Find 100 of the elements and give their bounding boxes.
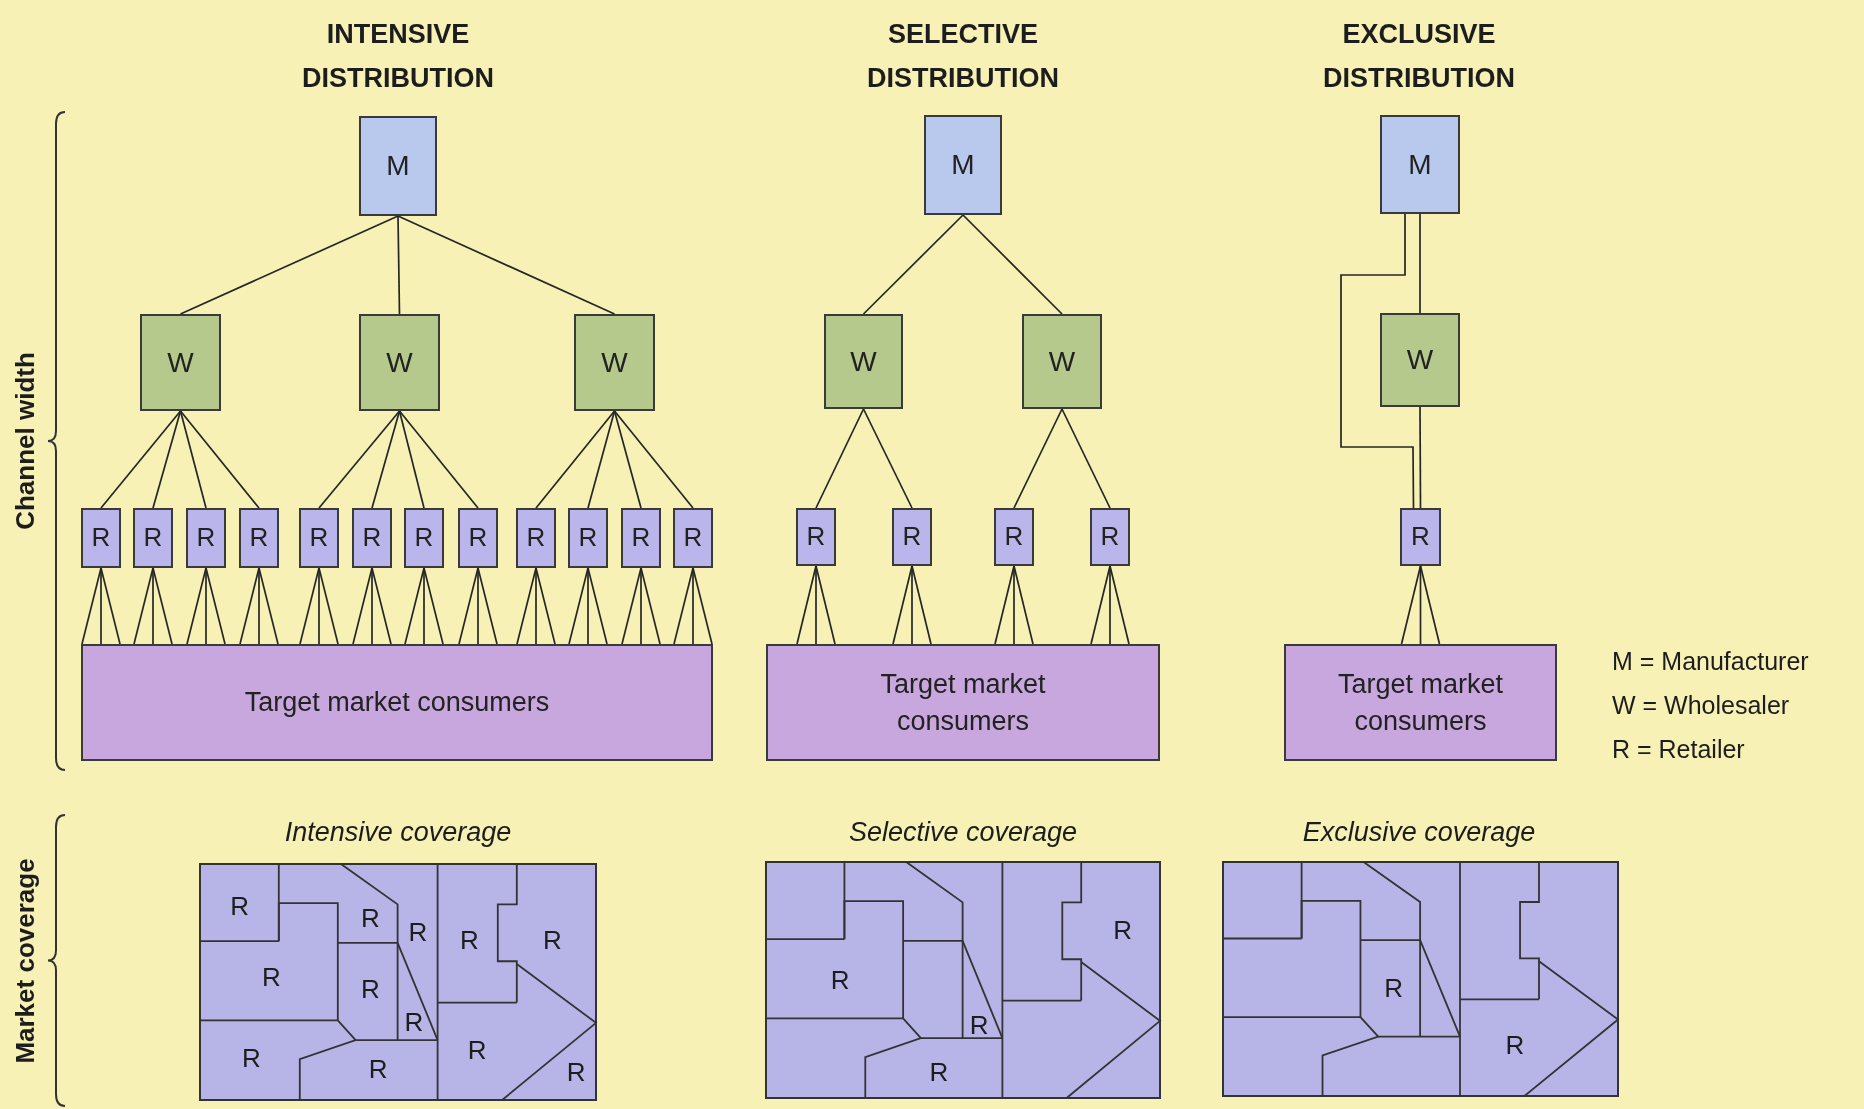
connector-line [587,567,608,645]
map-title: Exclusive coverage [1302,816,1536,848]
connector-line [613,410,694,509]
connector-line [397,215,616,315]
retailer-box: R [796,508,836,566]
connector-line [911,565,932,645]
retailer-box: R [516,508,556,568]
connector-line [815,565,836,645]
territory-label: R [1113,917,1132,944]
connector-line [152,567,173,645]
connector-line [179,215,399,315]
connector-line [239,567,260,645]
connector-line [318,567,339,645]
retailer-box: R [1090,508,1130,566]
connector-line [458,567,479,645]
territory-label: R [467,1037,487,1064]
connector-line [535,567,556,645]
territory-label: R [360,976,380,1003]
retailer-box: R [673,508,713,568]
connector-line [152,410,182,509]
connector-line [1400,565,1422,645]
connector-line [371,410,401,509]
connector-line [673,567,694,645]
wholesaler-box: W [824,314,903,409]
column-heading: SELECTIVE DISTRIBUTION [866,18,1060,95]
territory-label: R [360,905,380,932]
connector-line [81,567,102,645]
connector-line [862,408,913,509]
axis-title: Channel width [9,352,41,530]
connector-line [1419,406,1422,509]
connector-line [100,410,182,509]
territory-label: R [230,893,249,920]
manufacturer-box: M [1380,115,1460,214]
connector-line [587,410,616,509]
connector-line [133,567,154,645]
manufacturer-box: M [359,116,437,216]
connector-line [352,567,373,645]
retailer-box: R [994,508,1034,566]
wholesaler-box: W [140,314,221,411]
territory-label: R [459,926,479,953]
retailer-box: R [568,508,608,568]
wholesaler-box: W [359,314,440,411]
map-title: Intensive coverage [284,816,512,848]
connector-line [1013,408,1063,509]
retailer-box: R [81,508,121,568]
connector-line [815,408,865,509]
connector-line [1419,565,1441,645]
connector-line [1013,565,1034,645]
manufacturer-box: M [924,115,1002,215]
territory-label: R [368,1056,388,1083]
consumer-market-box: Target market consumers [81,644,713,761]
connector-line [397,215,401,315]
retailer-box: R [404,508,444,568]
connector-line [205,567,226,645]
connector-line [318,410,401,509]
column-heading: EXCLUSIVE DISTRIBUTION [1322,18,1516,95]
territory-label: R [408,919,428,946]
territory-label: R [404,1009,424,1036]
consumer-market-box: Target market consumers [766,644,1160,761]
legend-entry: W = Wholesaler [1612,691,1790,720]
map-title: Selective coverage [848,816,1078,848]
wholesaler-box: W [1380,313,1460,407]
connector-line [1419,213,1421,314]
territory-label: R [929,1059,949,1086]
connector-line [371,567,392,645]
wholesaler-box: W [574,314,655,411]
connector-line [516,567,537,645]
retailer-box: R [239,508,279,568]
retailer-box: R [352,508,392,568]
legend-entry: M = Manufacturer [1612,647,1809,676]
territory-label: R [543,926,562,953]
retailer-box: R [621,508,661,568]
retailer-box: R [133,508,173,568]
connector-line [1109,565,1130,645]
axis-title: Market coverage [9,858,41,1064]
territory-label: R [1384,975,1403,1002]
territory-label: R [830,967,850,993]
connector-line [186,567,207,645]
retailer-box: R [299,508,339,568]
retailer-box: R [1400,508,1441,566]
territory-label: R [242,1044,261,1071]
connector-line [258,567,279,645]
column-heading: INTENSIVE DISTRIBUTION [301,18,495,95]
connector-line [621,567,642,645]
connector-line [477,567,498,645]
retailer-box: R [458,508,498,568]
connector-line [404,567,425,645]
connector-line [1340,213,1415,509]
connector-line [179,410,207,509]
connector-line [398,410,479,509]
wholesaler-box: W [1022,314,1102,409]
connector-line [692,567,713,645]
territory-label: R [261,964,281,991]
connector-line [962,214,1063,315]
legend-entry: R = Retailer [1612,735,1745,764]
retailer-box: R [186,508,226,568]
consumer-market-box: Target market consumers [1284,644,1557,761]
connector-line [568,567,589,645]
connector-line [613,410,642,509]
territory-label: R [969,1011,989,1038]
